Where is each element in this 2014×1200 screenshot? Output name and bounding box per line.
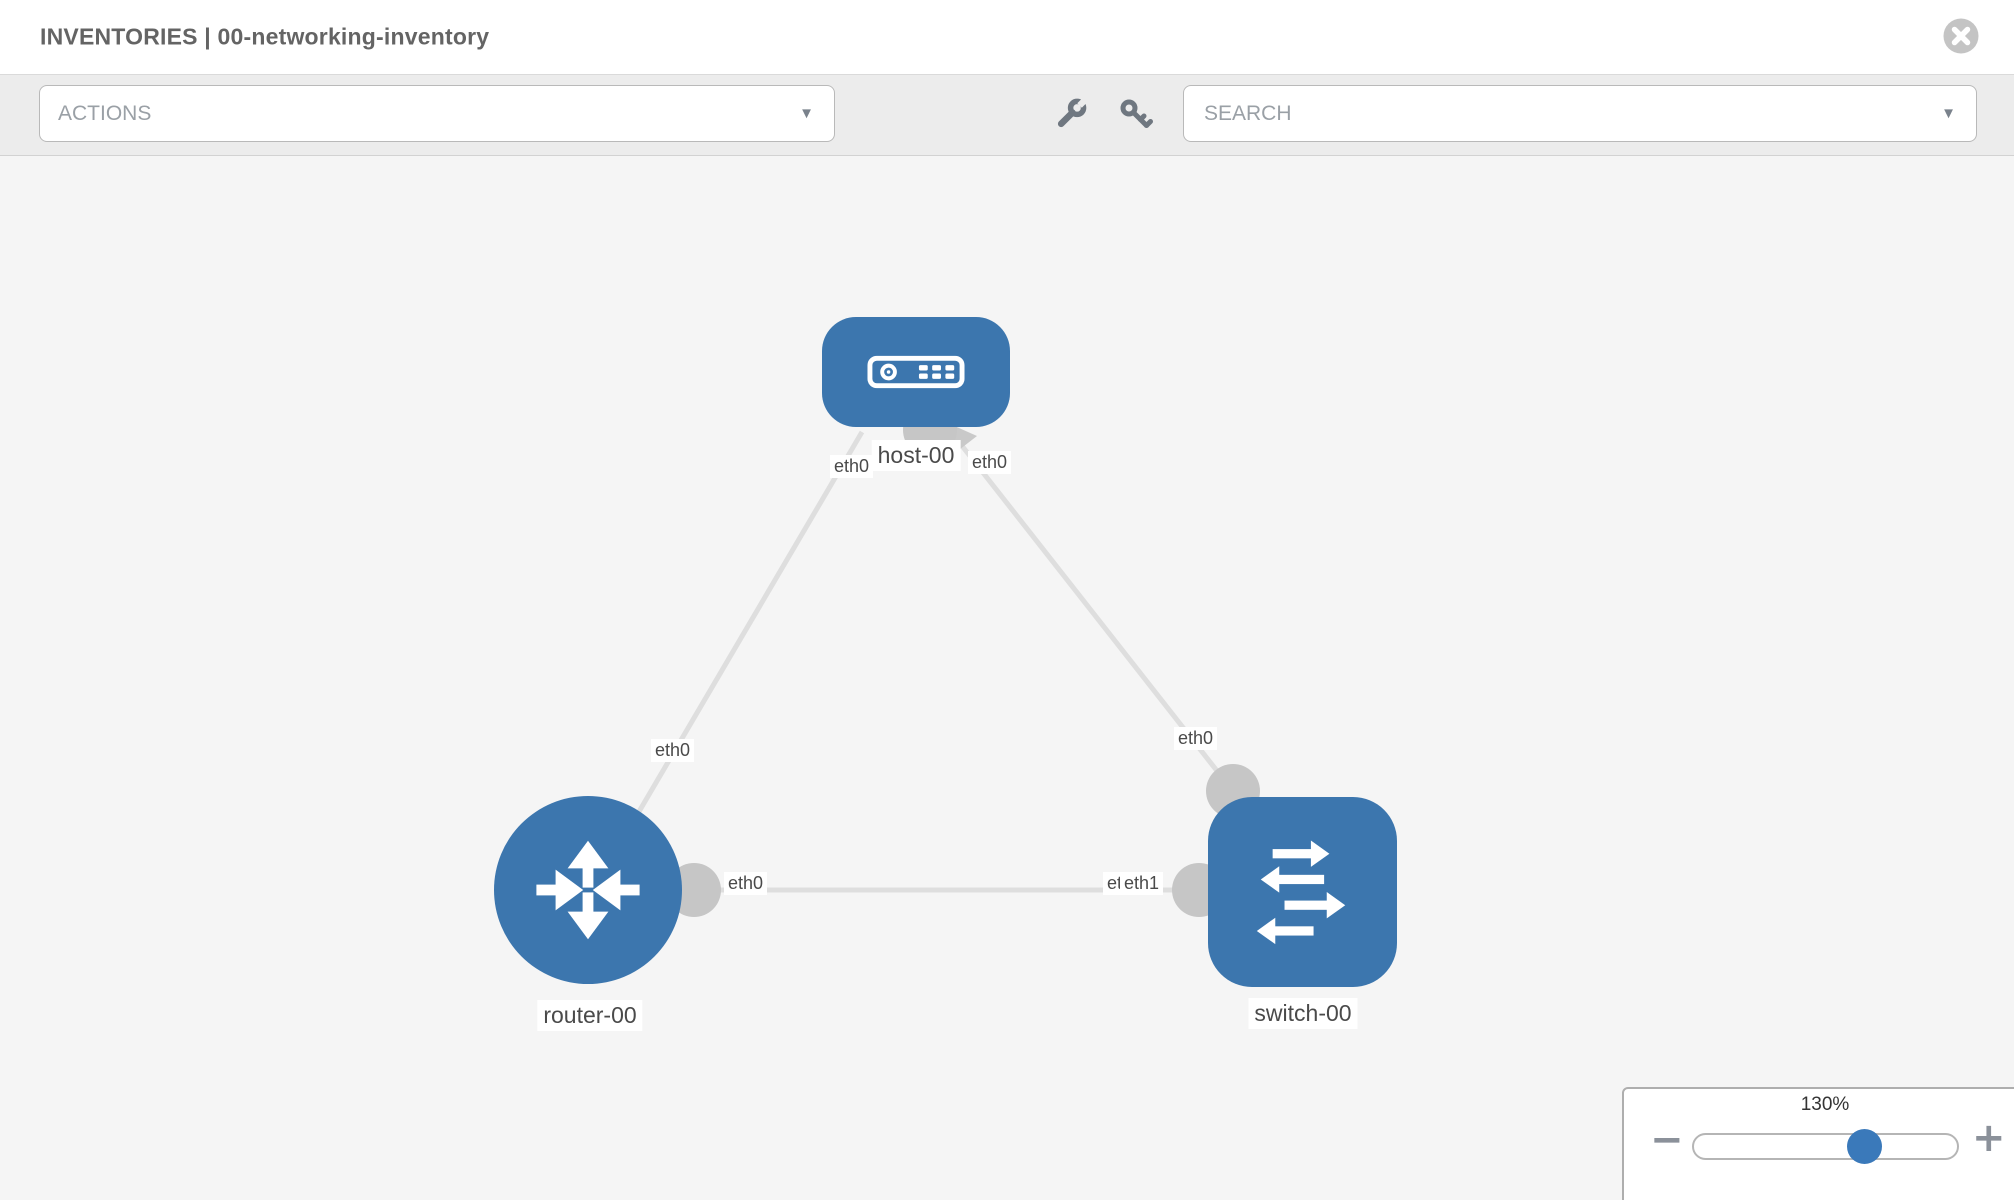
iface-label-rs-left: eth0 [724, 872, 768, 895]
search-dropdown: ▼ [1183, 85, 1977, 142]
wrench-icon [1057, 98, 1087, 128]
page-title: INVENTORIES | 00-networking-inventory [40, 23, 490, 50]
node-label-host: host-00 [871, 440, 961, 471]
iface-label-router-link: eth0 [651, 739, 695, 762]
search-input[interactable] [1202, 100, 1942, 127]
node-switch-00[interactable] [1208, 797, 1397, 987]
zoom-in-button[interactable]: + [1972, 1115, 2006, 1161]
iface-label-host-left: eth0 [830, 455, 874, 478]
chevron-down-icon[interactable]: ▼ [1941, 105, 1956, 122]
zoom-control-panel: 130% − + [1622, 1087, 2014, 1200]
actions-dropdown-label: ACTIONS [58, 101, 152, 125]
router-icon [536, 840, 640, 940]
iface-label-host-right: eth0 [968, 451, 1012, 474]
iface-label-switch-link: eth0 [1174, 727, 1218, 750]
header-bar: INVENTORIES | 00-networking-inventory [0, 0, 2014, 75]
actions-dropdown[interactable]: ACTIONS ▼ [39, 85, 835, 142]
link-host-router [597, 430, 865, 880]
switch-icon [1256, 840, 1345, 945]
toolbar: ACTIONS ▼ ▼ [0, 75, 2014, 156]
node-host-00[interactable] [822, 317, 1010, 427]
credentials-button[interactable] [1116, 95, 1156, 135]
close-button[interactable] [1942, 17, 1980, 55]
node-label-switch: switch-00 [1248, 998, 1358, 1029]
zoom-slider-thumb[interactable] [1847, 1129, 1882, 1164]
configure-button[interactable] [1050, 95, 1090, 135]
key-icon [1120, 99, 1153, 128]
chevron-down-icon: ▼ [799, 105, 814, 122]
host-icon [867, 355, 965, 389]
close-icon [1943, 18, 1979, 54]
zoom-level-text: 130% [1800, 1094, 1850, 1115]
zoom-out-button[interactable]: − [1650, 1117, 1684, 1163]
iface-label-rs-right-front: eth1 [1120, 872, 1164, 895]
node-router-00[interactable] [494, 796, 682, 984]
node-label-router: router-00 [537, 1000, 643, 1031]
zoom-slider-track[interactable] [1692, 1133, 1959, 1160]
